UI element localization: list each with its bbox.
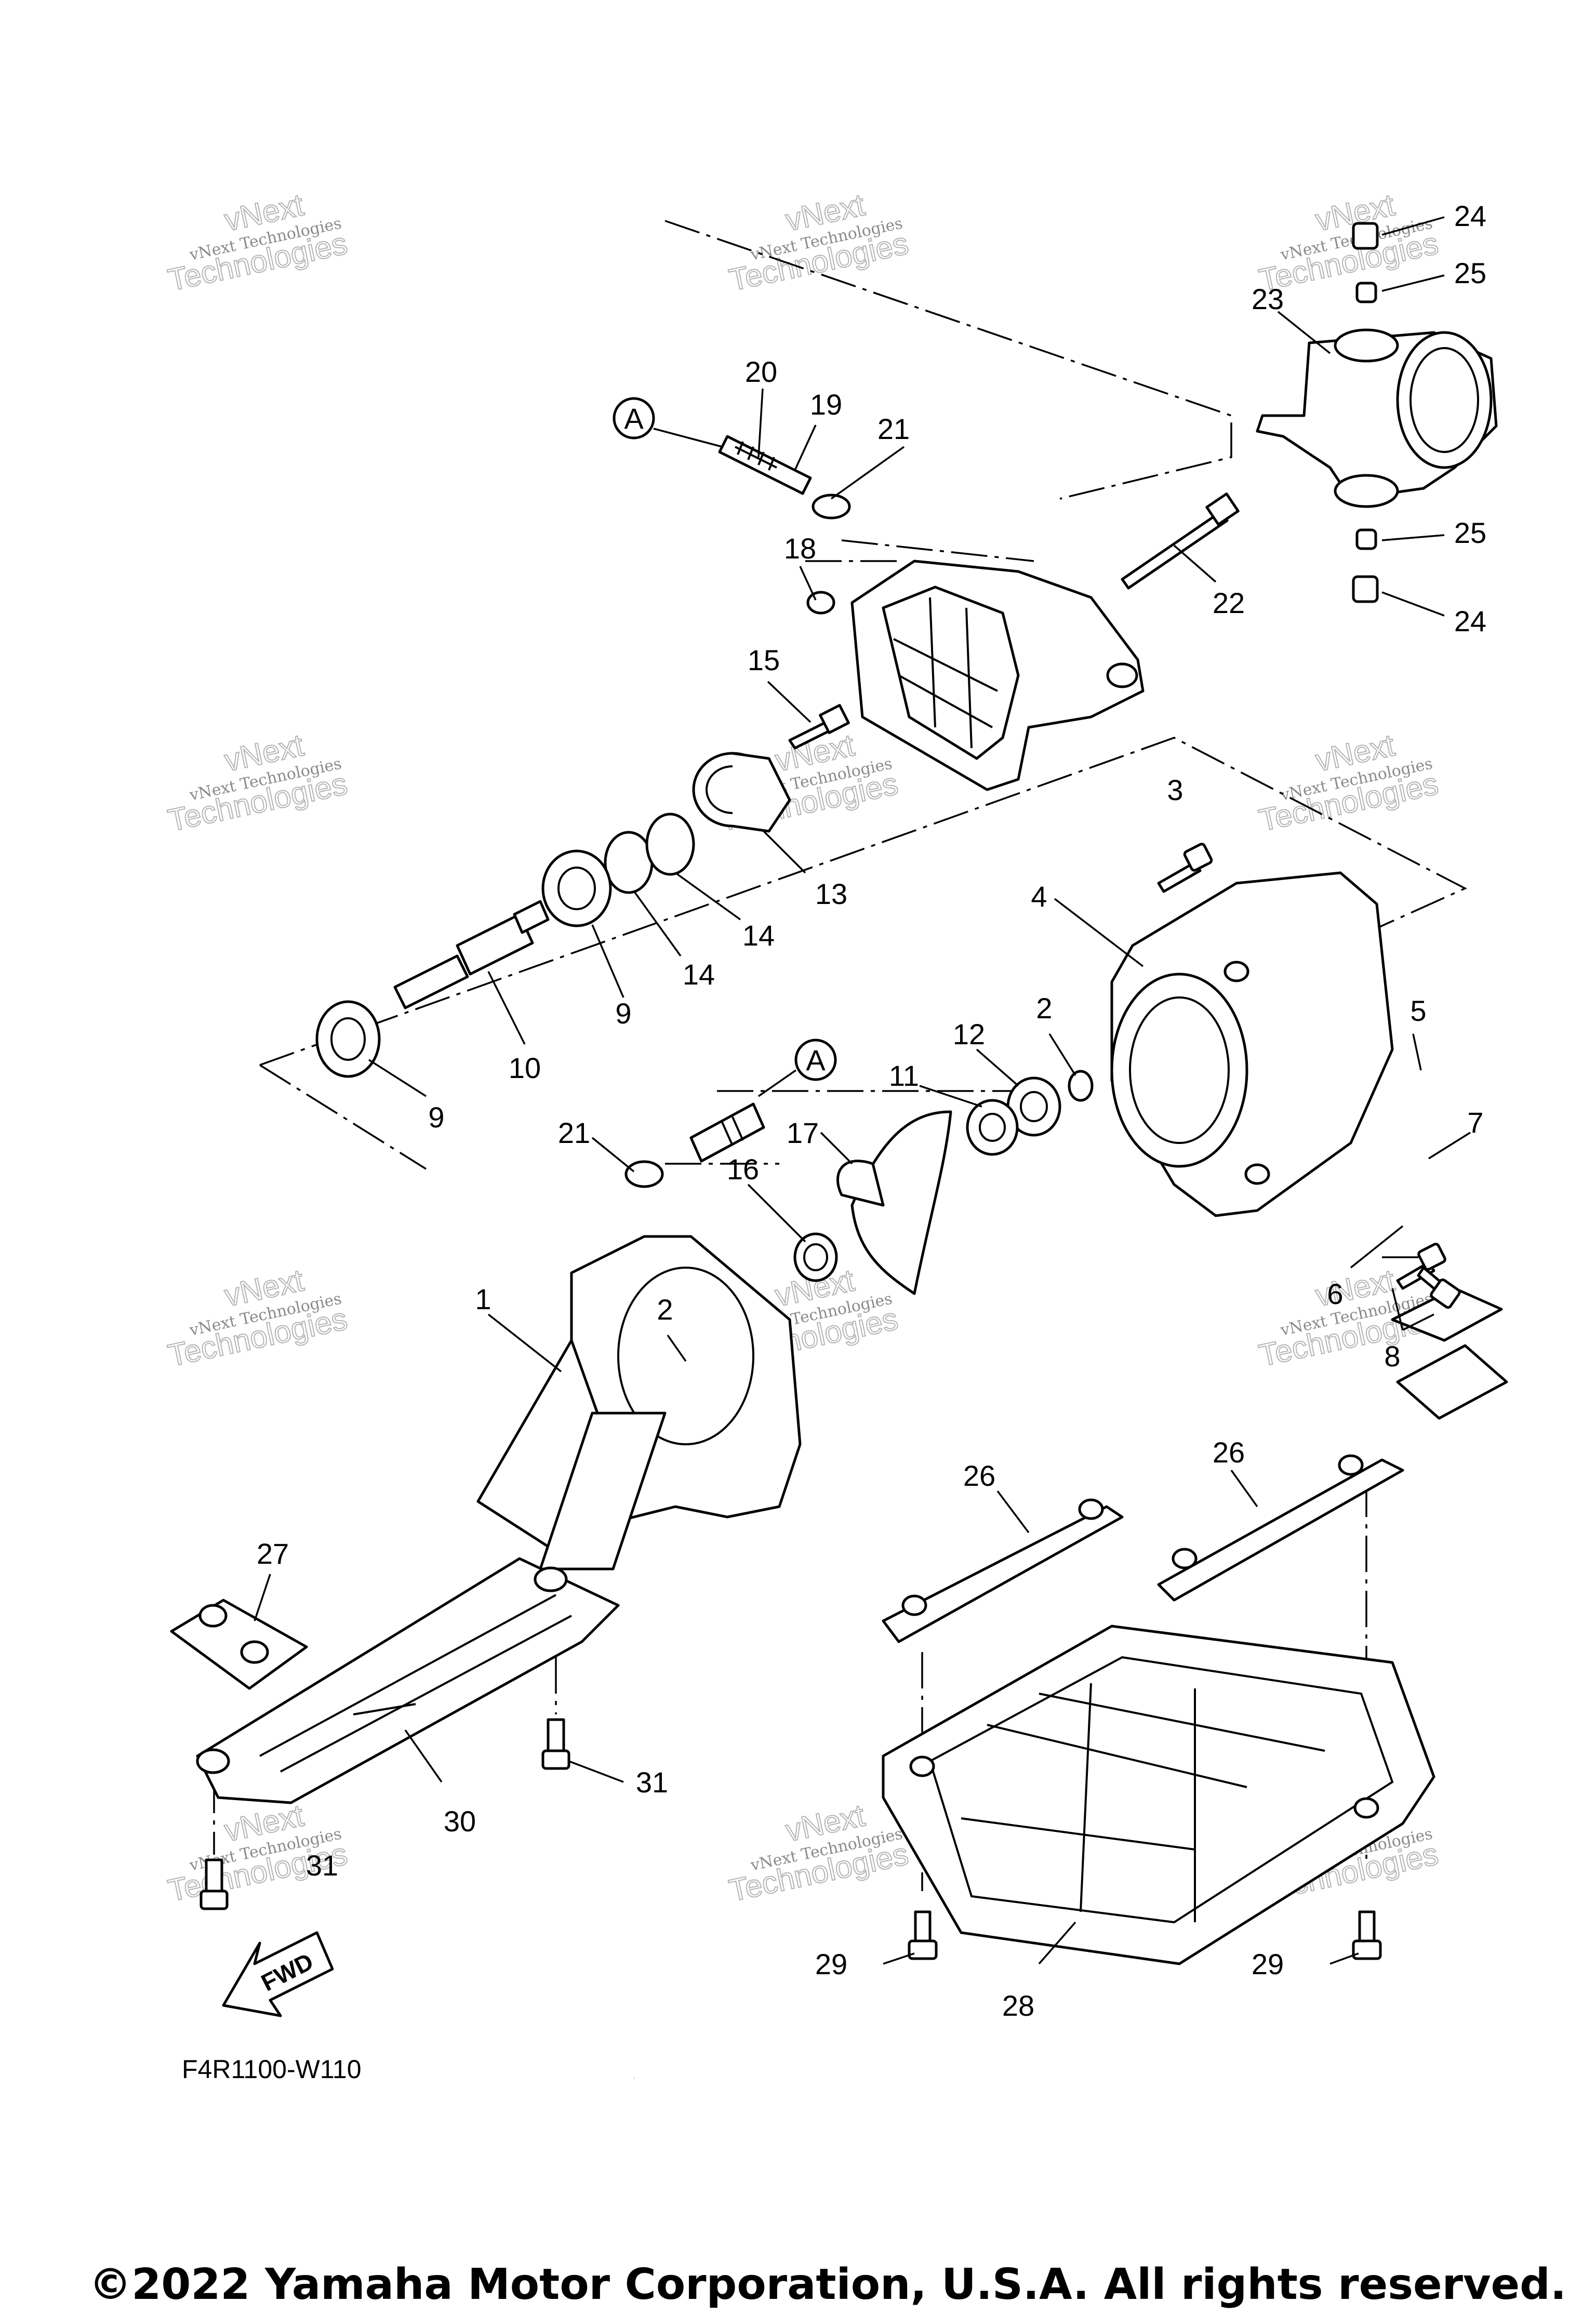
- watermark: vNext vNext Technologies Technologies: [165, 727, 351, 839]
- steering-nozzle: [1256, 328, 1498, 508]
- impeller-shaft: [393, 900, 550, 1009]
- callout-label: 28: [1002, 1989, 1034, 2022]
- ride-plate: [882, 1625, 1435, 1965]
- callout-label: 30: [444, 1805, 476, 1838]
- clamp: [812, 494, 851, 520]
- bearing: [315, 1000, 381, 1078]
- callout-label: 13: [815, 877, 847, 910]
- dowel-pin: [1068, 1070, 1094, 1102]
- forward-arrow-icon: [222, 1931, 334, 2017]
- callout-label: 23: [1252, 283, 1284, 315]
- copyright: ©2022 Yamaha Motor Corporation, U.S.A. A…: [89, 2260, 1566, 2309]
- callouts: 1 2 2 3 4 5 6 7 8 9 9 10 11 12 13 14 14 …: [257, 199, 1486, 2022]
- bearing: [541, 849, 612, 927]
- callout-label: 2: [1036, 992, 1052, 1025]
- callout-label: 29: [815, 1948, 847, 1980]
- middle-assembly: [624, 843, 1508, 1420]
- bolt: [1417, 1266, 1461, 1309]
- callout-label: 18: [784, 532, 816, 565]
- upper-assembly: [315, 222, 1498, 1078]
- callout-label: 17: [787, 1116, 819, 1149]
- callout-label: 29: [1252, 1948, 1284, 1980]
- callout-label: 6: [1327, 1278, 1343, 1310]
- intake-housing: [476, 1235, 802, 1571]
- spacer: [1006, 1076, 1061, 1137]
- shaft-end: [689, 1102, 765, 1163]
- callout-label: 7: [1467, 1106, 1483, 1139]
- callout-label: 8: [1384, 1340, 1400, 1373]
- lower-left-assembly: [170, 1235, 802, 2017]
- svg-text:A: A: [806, 1044, 826, 1076]
- callout-label: 15: [748, 644, 780, 676]
- ride-plate-bolt: [1352, 1910, 1382, 1960]
- jet-pump-housing: [806, 560, 1145, 791]
- diagram-code: F4R1100-W110: [182, 2055, 362, 2084]
- lower-right-assembly: [882, 1454, 1435, 1965]
- callout-label: 26: [1213, 1436, 1245, 1469]
- callout-label: 19: [810, 388, 842, 421]
- intake-grate: [196, 1557, 620, 1804]
- callout-label: 25: [1454, 257, 1486, 289]
- watermark: vNext vNext Technologies Technologies: [165, 1262, 351, 1374]
- intake-cover: [170, 1599, 308, 1690]
- svg-text:A: A: [624, 402, 644, 435]
- spring: [793, 1232, 838, 1282]
- callout-label: 3: [1167, 774, 1183, 806]
- o-ring: [604, 831, 654, 894]
- callout-label: 26: [963, 1459, 995, 1492]
- watermark: vNext vNext Technologies Technologies: [165, 187, 351, 298]
- watermark: vNext vNext Technologies Technologies: [1256, 187, 1442, 298]
- impeller-duct: [1110, 871, 1394, 1217]
- callout-label: 9: [428, 1101, 444, 1134]
- callout-label: 5: [1410, 994, 1426, 1027]
- intake-bolt: [541, 1718, 570, 1770]
- callout-label: 20: [745, 355, 777, 388]
- nozzle-bolt-top: [1352, 222, 1379, 303]
- callout-label: 21: [877, 413, 910, 445]
- washer: [966, 1099, 1019, 1156]
- callout-label: 24: [1454, 199, 1486, 232]
- watermark: vNext vNext Technologies Technologies: [726, 1797, 912, 1909]
- callout-label: 9: [615, 997, 631, 1030]
- callout-label: 10: [509, 1052, 541, 1084]
- callout-label: 12: [953, 1018, 985, 1050]
- callout-label: 24: [1454, 605, 1486, 637]
- watermark: vNext vNext Technologies Technologies: [1256, 727, 1442, 839]
- intake-bolt: [200, 1858, 229, 1910]
- callout-label: 25: [1454, 516, 1486, 549]
- impeller: [836, 1110, 952, 1295]
- callout-label: 22: [1213, 587, 1245, 619]
- duct-bolt: [1157, 843, 1213, 893]
- long-bolt: [1121, 493, 1240, 590]
- watermark: vNext vNext Technologies Technologies: [726, 187, 912, 298]
- callout-label: 21: [558, 1116, 590, 1149]
- ride-plate-bolt: [908, 1910, 938, 1960]
- callout-label: 14: [683, 958, 715, 991]
- callout-label: 11: [889, 1059, 919, 1092]
- o-ring: [645, 813, 695, 876]
- callout-label: 2: [657, 1293, 673, 1326]
- callout-label: 16: [727, 1153, 759, 1186]
- cap: [692, 752, 791, 833]
- ride-plate-rail: [1157, 1454, 1404, 1602]
- clamp: [624, 1160, 664, 1188]
- callout-label: 31: [306, 1849, 338, 1882]
- callout-label: 14: [742, 919, 775, 952]
- callout-label: 31: [636, 1766, 668, 1799]
- nozzle-bolt-bottom: [1352, 528, 1379, 603]
- ride-plate-rail: [882, 1498, 1124, 1643]
- small-bolt: [788, 704, 850, 750]
- leader-lines: [254, 216, 1471, 1965]
- callout-label: 27: [257, 1537, 289, 1570]
- callout-label: 1: [475, 1283, 491, 1315]
- callout-label: 4: [1031, 880, 1047, 913]
- reference-marker-a: A: [758, 1039, 837, 1097]
- reference-marker-a: A: [613, 397, 723, 448]
